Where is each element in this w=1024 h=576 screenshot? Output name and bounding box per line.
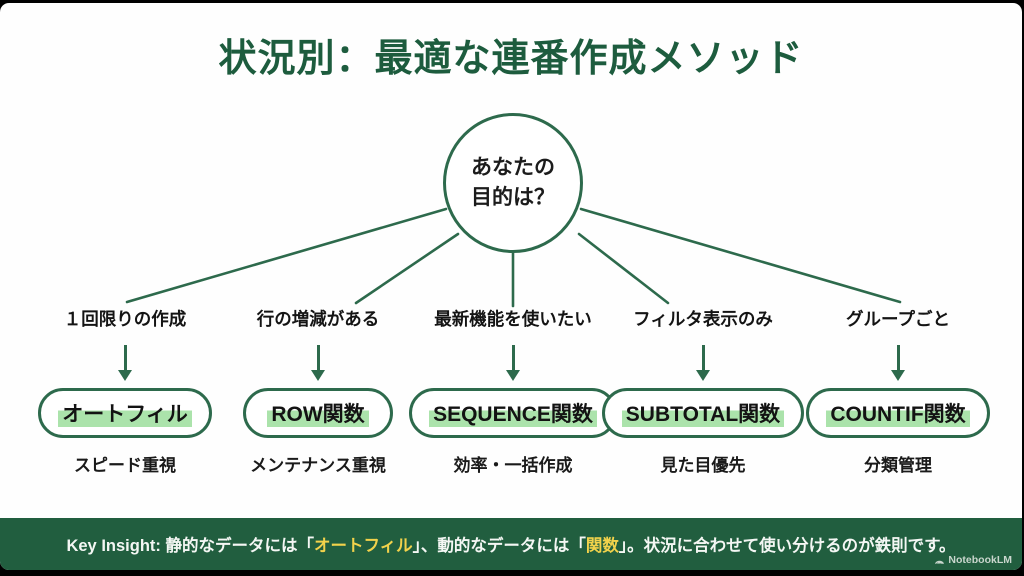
branch-autofill: １回限りの作成 オートフィル スピード重視 bbox=[20, 307, 230, 476]
condition-label: １回限りの作成 bbox=[63, 309, 187, 329]
method-pill: ROW関数 bbox=[243, 388, 393, 438]
benefit-label: 効率・一括作成 bbox=[453, 456, 573, 475]
method-label: オートフィル bbox=[58, 398, 192, 428]
method-label: SEQUENCE関数 bbox=[429, 398, 597, 428]
benefit-label: 分類管理 bbox=[864, 456, 932, 475]
benefit-label: 見た目優先 bbox=[660, 456, 746, 475]
method-label: SUBTOTAL関数 bbox=[621, 398, 785, 428]
branch-sequence-function: 最新機能を使いたい SEQUENCE関数 効率・一括作成 bbox=[408, 307, 618, 476]
condition-label: グループごと bbox=[846, 309, 950, 329]
highlight-function: 関数 bbox=[585, 537, 619, 555]
notebooklm-icon bbox=[935, 560, 945, 564]
down-arrow-icon bbox=[506, 345, 520, 381]
method-pill: COUNTIF関数 bbox=[806, 388, 990, 438]
benefit-label: メンテナンス重視 bbox=[250, 456, 386, 475]
method-label: ROW関数 bbox=[267, 398, 369, 428]
watermark-label: NotebookLM bbox=[948, 554, 1012, 566]
condition-label: 行の増減がある bbox=[256, 309, 380, 329]
notebooklm-watermark: NotebookLM bbox=[934, 554, 1012, 566]
down-arrow-icon bbox=[696, 345, 710, 381]
branch-row-function: 行の増減がある ROW関数 メンテナンス重視 bbox=[213, 307, 423, 476]
method-pill: SUBTOTAL関数 bbox=[601, 388, 805, 438]
branch-subtotal-function: フィルタ表示のみ SUBTOTAL関数 見た目優先 bbox=[598, 307, 808, 476]
highlight-autofill: オートフィル bbox=[313, 537, 413, 555]
page-title: 状況別：最適な連番作成メソッド bbox=[218, 38, 804, 80]
root-decision-label: あなたの 目的は？ bbox=[471, 155, 555, 209]
branch-connector-lines bbox=[125, 207, 902, 308]
root-decision-node: あなたの 目的は？ bbox=[443, 113, 583, 253]
key-insight-bar: Key Insight: 静的なデータには「オートフィル」、動的なデータには「関… bbox=[0, 518, 1022, 570]
key-insight-text: Key Insight: 静的なデータには「オートフィル」、動的なデータには「関… bbox=[66, 537, 956, 555]
slide-canvas: 状況別：最適な連番作成メソッド あなたの 目的は？ １回限りの作成 オートフィル… bbox=[0, 3, 1022, 570]
down-arrow-icon bbox=[891, 345, 905, 381]
branch-countif-function: グループごと COUNTIF関数 分類管理 bbox=[793, 307, 1003, 476]
method-pill: SEQUENCE関数 bbox=[409, 388, 617, 438]
method-pill: オートフィル bbox=[38, 388, 212, 438]
condition-label: フィルタ表示のみ bbox=[633, 309, 773, 329]
down-arrow-icon bbox=[311, 345, 325, 381]
down-arrow-icon bbox=[118, 345, 132, 381]
benefit-label: スピード重視 bbox=[74, 456, 176, 475]
method-label: COUNTIF関数 bbox=[826, 398, 970, 428]
condition-label: 最新機能を使いたい bbox=[434, 309, 592, 329]
